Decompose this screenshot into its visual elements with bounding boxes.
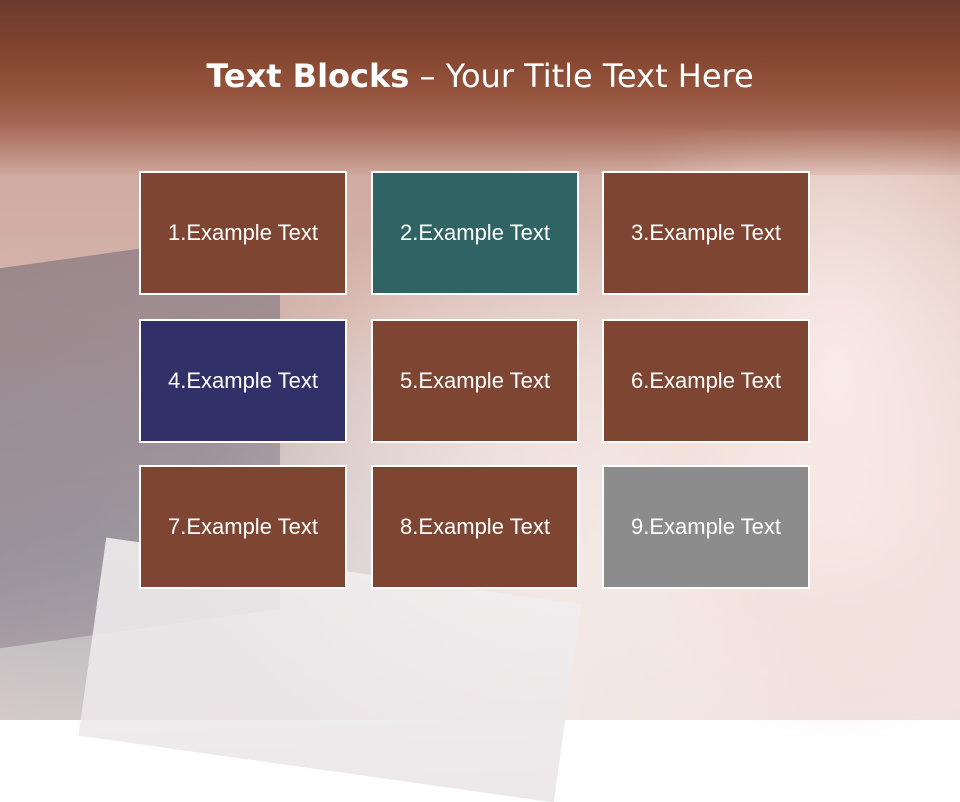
text-block-1: 1.Example Text <box>139 171 347 295</box>
title-rest: Your Title Text Here <box>445 57 754 95</box>
text-block-5: 5.Example Text <box>371 319 579 443</box>
text-block-label: 2.Example Text <box>399 220 550 245</box>
text-block-7: 7.Example Text <box>139 465 347 589</box>
text-block-label: 4.Example Text <box>167 368 318 393</box>
text-block-2: 2.Example Text <box>371 171 579 295</box>
text-block-label: 6.Example Text <box>630 368 781 393</box>
text-block-label: 5.Example Text <box>399 368 550 393</box>
text-block-label: 8.Example Text <box>399 514 550 539</box>
text-block-4: 4.Example Text <box>139 319 347 443</box>
text-block-grid: 1.Example Text 2.Example Text 3.Example … <box>139 171 810 589</box>
text-block-6: 6.Example Text <box>602 319 810 443</box>
text-block-label: 9.Example Text <box>630 514 781 539</box>
text-block-label: 1.Example Text <box>167 220 318 245</box>
text-block-8: 8.Example Text <box>371 465 579 589</box>
text-block-label: 3.Example Text <box>630 220 781 245</box>
title-separator: – <box>409 57 446 95</box>
title-band <box>0 0 960 175</box>
text-block-3: 3.Example Text <box>602 171 810 295</box>
text-block-label: 7.Example Text <box>167 514 318 539</box>
title-bold: Text Blocks <box>206 57 410 95</box>
text-block-9: 9.Example Text <box>602 465 810 589</box>
slide-title: Text Blocks – Your Title Text Here <box>0 52 960 100</box>
